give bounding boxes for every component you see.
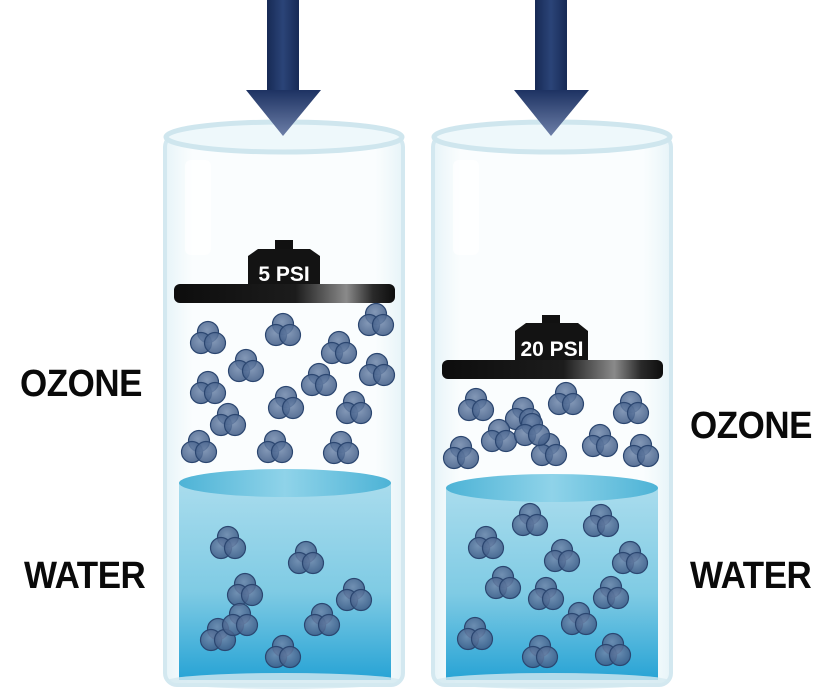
water-surface bbox=[179, 469, 391, 497]
ozone-molecule-icon bbox=[521, 634, 559, 669]
water-label-right: WATER bbox=[690, 555, 812, 597]
ozone-molecule-icon bbox=[530, 432, 568, 467]
ozone-molecule-icon bbox=[189, 370, 227, 405]
glass-base bbox=[434, 673, 670, 689]
ozone-molecule-icon bbox=[267, 385, 305, 420]
ozone-molecule-icon bbox=[457, 387, 495, 422]
water-surface bbox=[446, 474, 658, 502]
ozone-molecule-icon bbox=[484, 565, 522, 600]
ozone-molecule-icon bbox=[560, 601, 598, 636]
ozone-molecule-icon bbox=[480, 418, 518, 453]
ozone-molecule-icon bbox=[335, 390, 373, 425]
ozone-molecule-icon bbox=[594, 632, 632, 667]
glass-highlight bbox=[453, 160, 479, 255]
gas-molecules bbox=[180, 302, 396, 465]
glass-highlight bbox=[185, 160, 211, 255]
ozone-molecule-icon bbox=[287, 540, 325, 575]
piston-plate bbox=[174, 284, 395, 303]
ozone-molecule-icon bbox=[611, 540, 649, 575]
ozone-molecule-icon bbox=[543, 538, 581, 573]
ozone-molecule-icon bbox=[622, 433, 660, 468]
ozone-molecule-icon bbox=[592, 575, 630, 610]
ozone-label-left: OZONE bbox=[20, 363, 143, 405]
ozone-molecule-icon bbox=[582, 503, 620, 538]
ozone-molecule-icon bbox=[256, 429, 294, 464]
gas-molecules bbox=[442, 381, 660, 470]
ozone-molecule-icon bbox=[227, 348, 265, 383]
ozone-molecule-icon bbox=[300, 362, 338, 397]
ozone-molecule-icon bbox=[221, 602, 259, 637]
dissolved-molecules bbox=[456, 502, 649, 669]
pressure-label-right: 20 PSI bbox=[520, 338, 583, 361]
piston-weight bbox=[248, 249, 320, 285]
cylinder-right: 20 PSI bbox=[431, 119, 673, 689]
ozone-molecule-icon bbox=[442, 435, 480, 470]
ozone-molecule-icon bbox=[189, 320, 227, 355]
ozone-molecule-icon bbox=[467, 525, 505, 560]
piston: 5 PSI bbox=[174, 240, 395, 303]
ozone-molecule-icon bbox=[511, 502, 549, 537]
ozone-molecule-icon bbox=[527, 576, 565, 611]
ozone-molecule-icon bbox=[456, 616, 494, 651]
pressure-label-left: 5 PSI bbox=[258, 263, 309, 286]
ozone-molecule-icon bbox=[303, 602, 341, 637]
down-arrow-icon bbox=[246, 0, 321, 136]
ozone-molecule-icon bbox=[226, 572, 264, 607]
piston: 20 PSI bbox=[442, 315, 663, 379]
ozone-molecule-icon bbox=[264, 312, 302, 347]
glass-base bbox=[166, 673, 402, 689]
ozone-molecule-icon bbox=[335, 577, 373, 612]
ozone-molecule-icon bbox=[547, 381, 585, 416]
ozone-molecule-icon bbox=[612, 390, 650, 425]
ozone-molecule-icon bbox=[180, 429, 218, 464]
ozone-molecule-icon bbox=[357, 302, 395, 337]
piston-plate bbox=[442, 360, 663, 379]
ozone-molecule-icon bbox=[581, 423, 619, 458]
ozone-molecule-icon bbox=[209, 402, 247, 437]
cylinder-left: 5 PSI bbox=[163, 119, 405, 689]
ozone-molecule-icon bbox=[209, 525, 247, 560]
ozone-molecule-icon bbox=[322, 430, 360, 465]
ozone-label-right: OZONE bbox=[690, 405, 813, 447]
water-label-left: WATER bbox=[24, 555, 146, 597]
ozone-molecule-icon bbox=[264, 634, 302, 669]
piston-weight bbox=[515, 323, 588, 362]
down-arrow-icon bbox=[514, 0, 589, 136]
ozone-molecule-icon bbox=[320, 330, 358, 365]
dissolved-molecules bbox=[199, 525, 373, 669]
ozone-molecule-icon bbox=[358, 352, 396, 387]
ozone-molecule-icon bbox=[513, 412, 551, 447]
